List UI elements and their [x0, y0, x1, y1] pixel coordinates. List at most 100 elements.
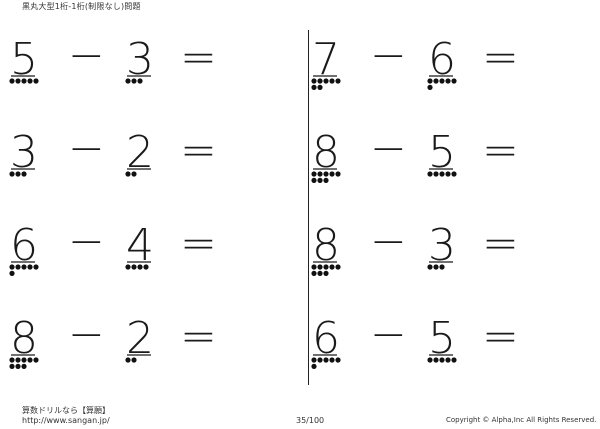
subtrahend-counter-dot — [439, 357, 445, 363]
subtrahend-counter-dot — [125, 264, 131, 270]
minus-sign: − — [370, 123, 407, 174]
equals-sign: = — [482, 218, 519, 269]
subtrahend-counter-dot — [433, 264, 439, 270]
minuend-counter-dot — [323, 177, 329, 183]
subtrahend-counter-dot — [451, 78, 457, 84]
minuend-group: 3 — [9, 127, 38, 178]
problem-6: 8−5 = — [311, 123, 592, 205]
problem-8: 6−5= — [311, 309, 592, 391]
minuend-counter-dot — [335, 78, 341, 84]
minuend-counter-dot — [9, 357, 15, 363]
minuend-counter-dot — [15, 357, 21, 363]
subtrahend-group: 3 — [427, 220, 456, 271]
equals-sign: = — [180, 218, 217, 269]
subtrahend-group: 6 — [427, 34, 457, 90]
minuend-counter-dot — [317, 270, 323, 276]
page-number: 35/100 — [296, 416, 325, 425]
problem-svg: 8−5 = — [311, 123, 519, 183]
minuend-counter-dot — [21, 357, 27, 363]
footer-brand: 算数ドリルなら【算願】 — [22, 406, 110, 415]
subtrahend-counter-dot — [131, 357, 137, 363]
subtrahend-counter-dot — [445, 78, 451, 84]
minuend-counter-dot — [317, 357, 323, 363]
subtrahend-digit: 4 — [126, 220, 154, 271]
minus-sign: − — [68, 309, 105, 360]
minuend-counter-dot — [311, 171, 317, 177]
minuend-counter-dot — [335, 357, 341, 363]
minuend-counter-dot — [33, 264, 39, 270]
minuend-counter-dot — [27, 264, 33, 270]
minuend-counter-dot — [21, 363, 27, 369]
subtrahend-counter-dot — [125, 78, 131, 84]
minuend-digit: 8 — [312, 127, 340, 178]
problem-svg: 6−5= — [311, 309, 519, 369]
subtrahend-counter-dot — [131, 264, 137, 270]
minuend-counter-dot — [329, 264, 335, 270]
subtrahend-counter-dot — [131, 78, 137, 84]
minus-sign: − — [370, 30, 407, 81]
minuend-counter-dot — [9, 264, 15, 270]
minuend-counter-dot — [329, 78, 335, 84]
subtrahend-counter-dot — [427, 84, 433, 90]
minuend-group: 6 — [311, 313, 341, 369]
subtrahend-counter-dot — [439, 264, 445, 270]
minuend-counter-dot — [317, 264, 323, 270]
minus-sign: − — [68, 30, 105, 81]
minuend-counter-dot — [21, 171, 27, 177]
minus-sign: − — [68, 123, 105, 174]
equals-sign: = — [180, 311, 217, 362]
minuend-digit: 6 — [10, 220, 38, 271]
minuend-counter-dot — [9, 270, 15, 276]
subtrahend-counter-dot — [439, 171, 445, 177]
subtrahend-counter-dot — [143, 264, 149, 270]
equals-sign: = — [180, 32, 217, 83]
minuend-counter-dot — [323, 357, 329, 363]
problem-3: 6−4= — [9, 216, 290, 298]
minuend-counter-dot — [317, 171, 323, 177]
subtrahend-counter-dot — [433, 357, 439, 363]
minuend-group: 8 — [311, 127, 341, 183]
minuend-digit: 6 — [312, 313, 340, 364]
equals-sign: = — [180, 125, 217, 176]
minuend-counter-dot — [335, 264, 341, 270]
subtrahend-digit: 2 — [126, 313, 154, 364]
subtrahend-counter-dot — [427, 357, 433, 363]
subtrahend-counter-dot — [137, 78, 143, 84]
problem-7: 8−3 = — [311, 216, 592, 298]
minuend-counter-dot — [317, 84, 323, 90]
subtrahend-group: 3 — [125, 34, 154, 85]
minuend-group: 5 — [9, 34, 39, 85]
minuend-digit: 8 — [10, 313, 38, 364]
subtrahend-digit: 2 — [126, 127, 154, 178]
minuend-counter-dot — [15, 78, 21, 84]
problem-svg: 3−2 = — [9, 123, 217, 178]
subtrahend-counter-dot — [427, 78, 433, 84]
minuend-counter-dot — [27, 357, 33, 363]
subtrahend-counter-dot — [445, 357, 451, 363]
problem-svg: 7−6= — [311, 30, 519, 90]
subtrahend-counter-dot — [451, 357, 457, 363]
problem-1: 5−3 = — [9, 30, 290, 112]
equals-sign: = — [482, 125, 519, 176]
minuend-group: 6 — [9, 220, 39, 276]
subtrahend-counter-dot — [137, 264, 143, 270]
minuend-digit: 8 — [312, 220, 340, 271]
minuend-counter-dot — [9, 78, 15, 84]
minuend-counter-dot — [311, 270, 317, 276]
equals-sign: = — [482, 32, 519, 83]
subtrahend-group: 5 — [427, 313, 457, 364]
problem-4: 8−2 = — [9, 309, 290, 391]
minuend-counter-dot — [311, 264, 317, 270]
subtrahend-digit: 3 — [126, 34, 154, 85]
minuend-counter-dot — [329, 357, 335, 363]
subtrahend-counter-dot — [439, 78, 445, 84]
minus-sign: − — [370, 216, 407, 267]
minuend-group: 8 — [9, 313, 39, 369]
subtrahend-digit: 5 — [428, 313, 456, 364]
minuend-counter-dot — [335, 171, 341, 177]
minuend-counter-dot — [311, 177, 317, 183]
subtrahend-digit: 5 — [428, 127, 456, 178]
subtrahend-counter-dot — [445, 171, 451, 177]
minuend-counter-dot — [329, 171, 335, 177]
footer-url[interactable]: http://www.sangan.jp/ — [22, 416, 110, 425]
